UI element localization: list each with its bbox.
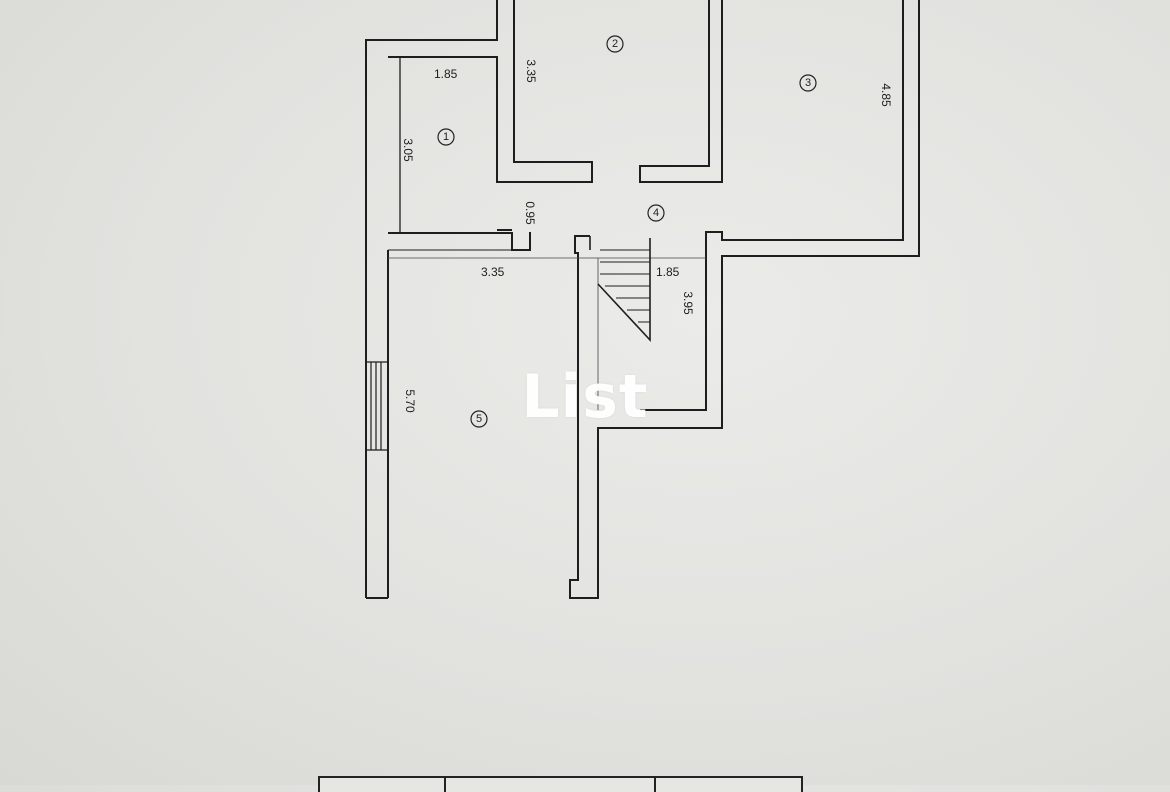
svg-text:3: 3 (805, 77, 811, 89)
dim-room1-width: 1.85 (434, 67, 458, 81)
watermark-logo: List (521, 362, 649, 432)
dim-hall-width: 1.85 (656, 265, 680, 279)
svg-text:5: 5 (476, 413, 482, 425)
svg-text:4: 4 (653, 207, 659, 219)
window-left (366, 361, 388, 451)
legend-table-edge (318, 776, 803, 792)
dim-room2-height: 3.35 (524, 59, 538, 83)
room-label-4: 4 (647, 204, 665, 222)
dim-room3-height: 4.85 (879, 83, 893, 107)
svg-text:1: 1 (443, 131, 449, 143)
dim-passage-width: 0.95 (523, 201, 537, 225)
svg-text:2: 2 (612, 38, 618, 50)
dim-room5-width: 3.35 (481, 265, 505, 279)
room-label-5: 5 (470, 410, 488, 428)
room-label-2: 2 (606, 35, 624, 53)
table-divider (444, 778, 446, 792)
dim-hall-height: 3.95 (681, 291, 695, 315)
room-label-1: 1 (437, 128, 455, 146)
walls (365, 0, 920, 599)
dim-room1-height: 3.05 (401, 138, 415, 162)
staircase (589, 236, 651, 343)
room-label-3: 3 (799, 74, 817, 92)
table-divider (654, 778, 656, 792)
dim-room5-height: 5.70 (403, 389, 417, 413)
